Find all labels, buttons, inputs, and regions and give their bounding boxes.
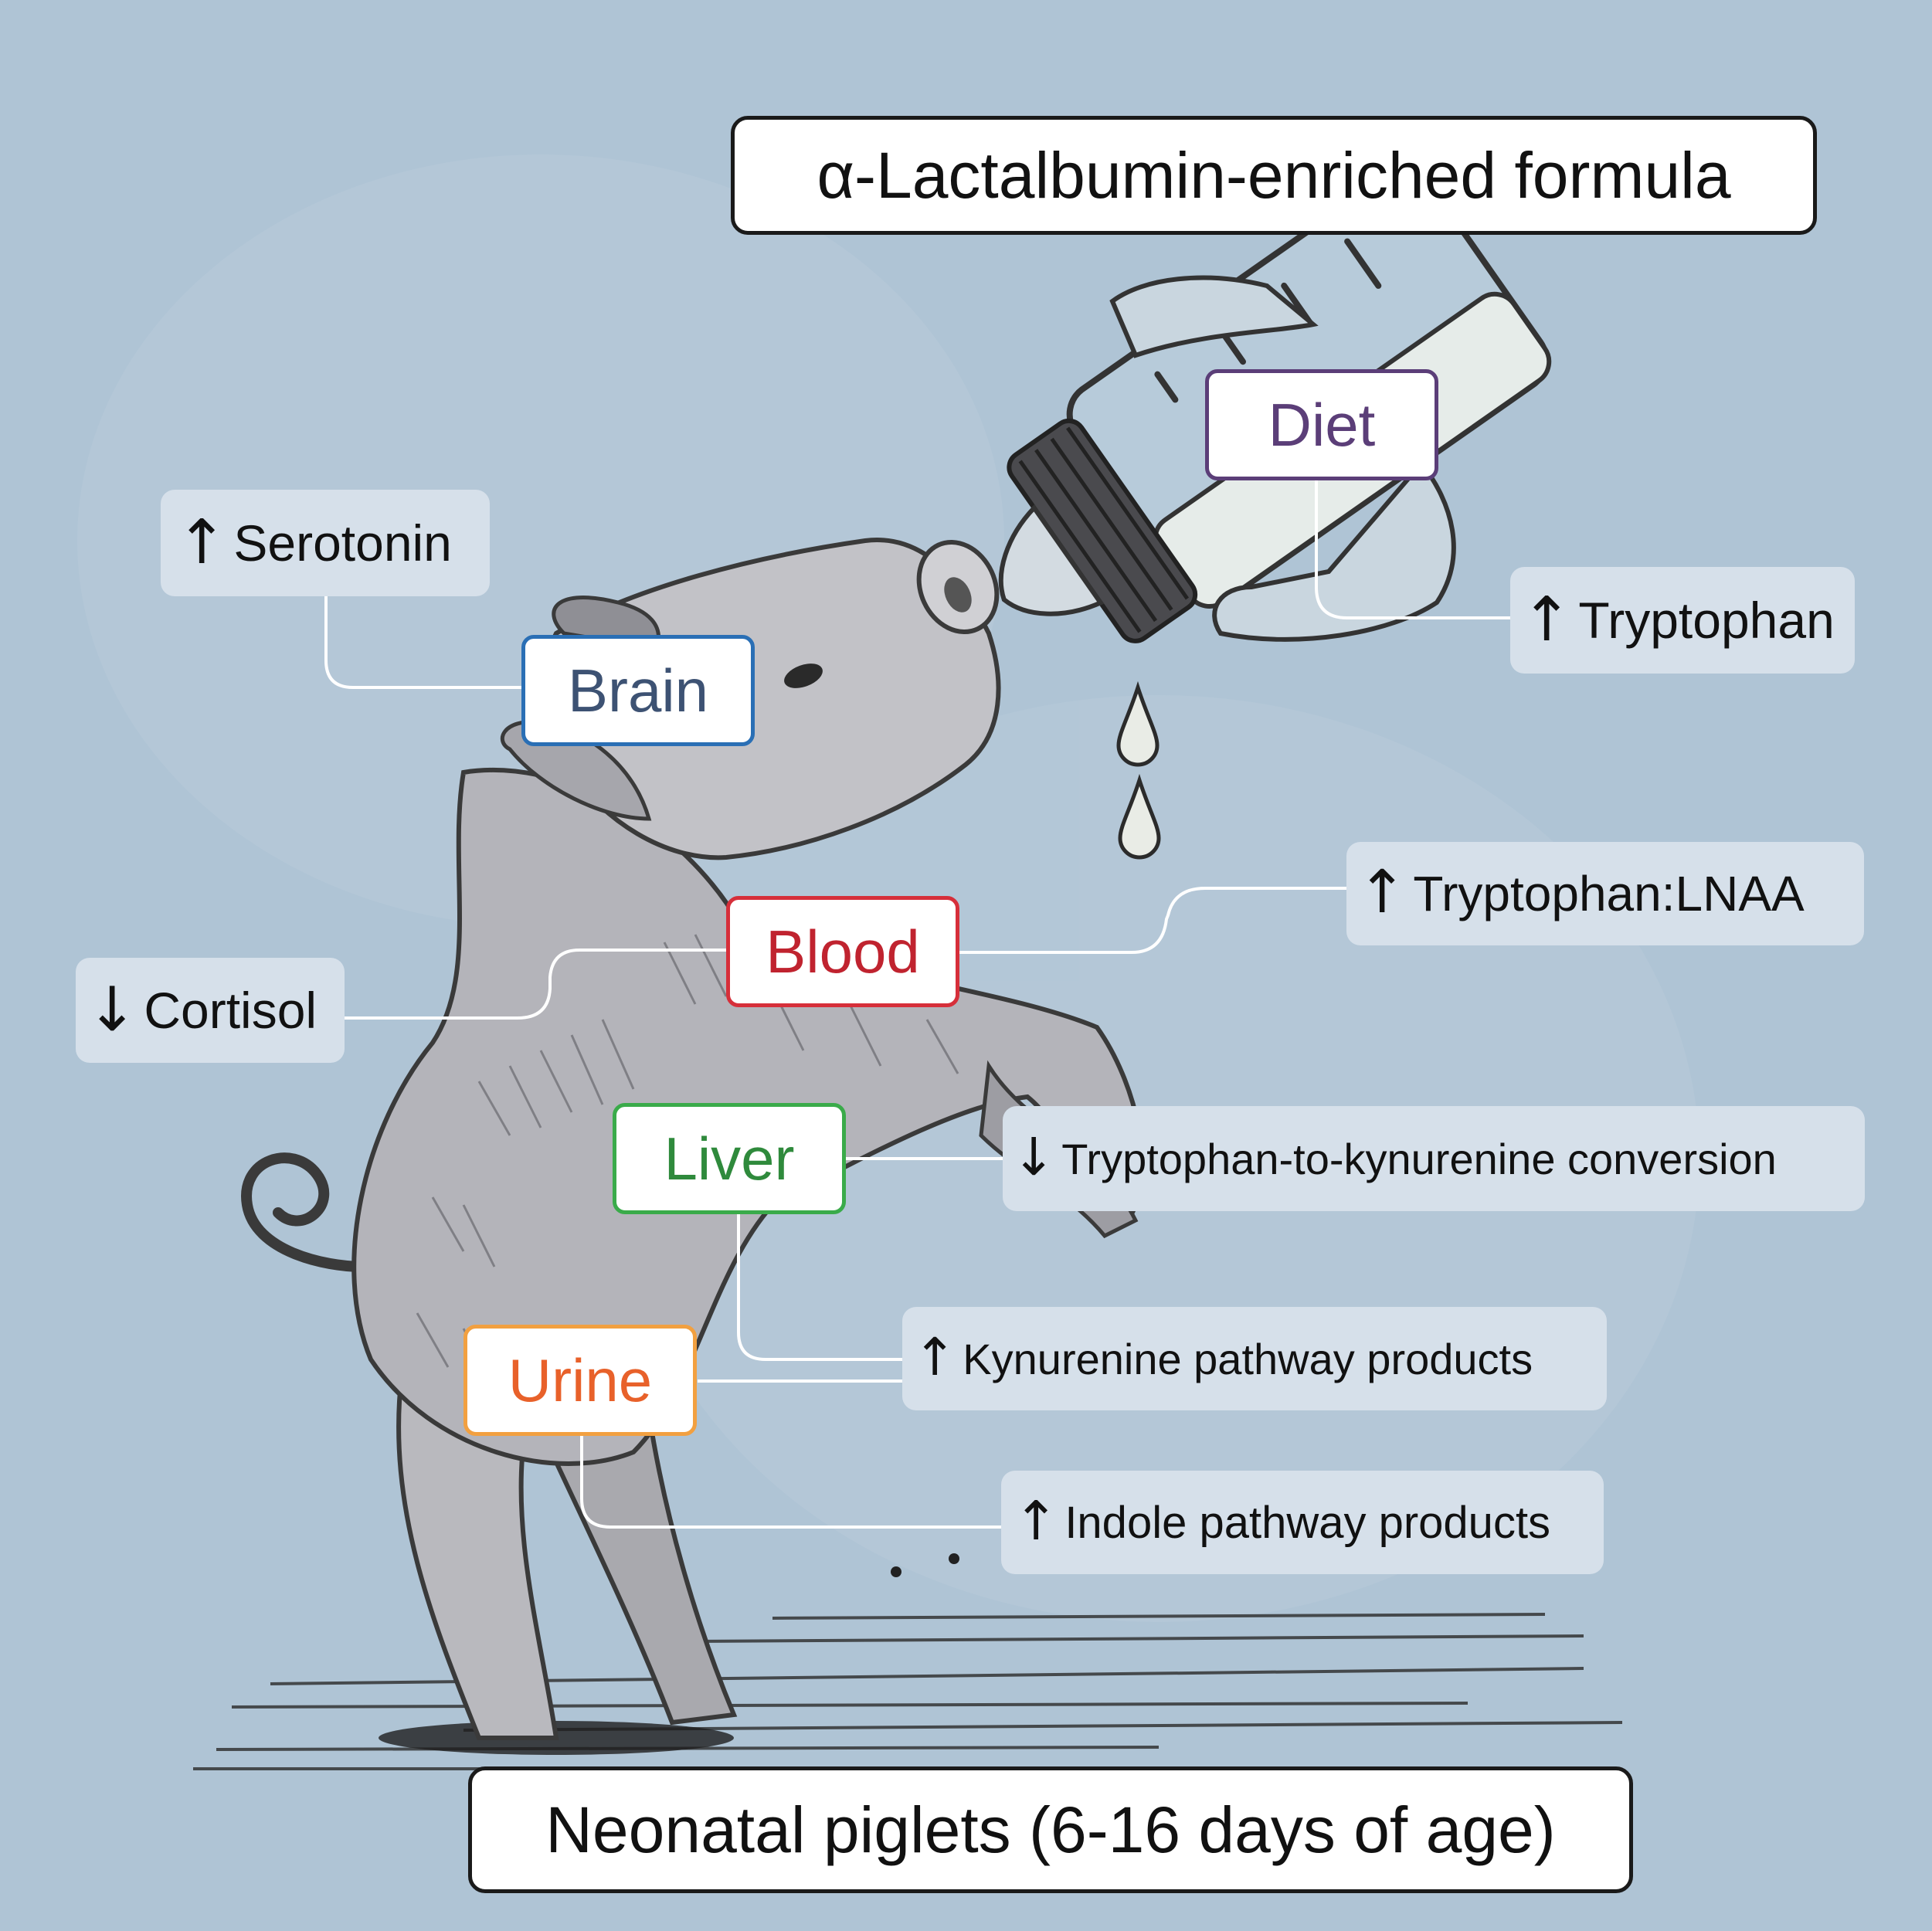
organ-blood-label: Blood bbox=[766, 917, 920, 986]
connector-diet-tryptophan bbox=[1315, 471, 1514, 619]
effect-cortisol-label: Cortisol bbox=[144, 982, 317, 1039]
organ-brain: Brain bbox=[521, 635, 755, 746]
ground-dot bbox=[949, 1553, 959, 1564]
effect-kynurenine: ↑ Kynurenine pathway products bbox=[902, 1307, 1607, 1410]
up-arrow-icon: ↑ bbox=[176, 505, 228, 578]
up-arrow-icon: ↑ bbox=[1521, 582, 1573, 655]
up-arrow-icon: ↑ bbox=[1014, 1489, 1059, 1553]
effect-trp-kyn-conversion: ↓ Tryptophan-to-kynurenine conversion bbox=[1003, 1106, 1865, 1211]
subject-title: Neonatal piglets (6-16 days of age) bbox=[545, 1793, 1556, 1866]
organ-urine: Urine bbox=[463, 1325, 697, 1436]
up-arrow-icon: ↑ bbox=[913, 1327, 957, 1387]
effect-indole-label: Indole pathway products bbox=[1064, 1497, 1551, 1548]
connector-liver-kynurenine bbox=[737, 1210, 904, 1361]
subject-title-box: Neonatal piglets (6-16 days of age) bbox=[468, 1766, 1633, 1893]
effect-cortisol: ↓ Cortisol bbox=[76, 958, 345, 1063]
effect-tryptophan: ↑ Tryptophan bbox=[1510, 567, 1855, 674]
formula-title: α-Lactalbumin-enriched formula bbox=[817, 138, 1731, 212]
connector-brain-serotonin bbox=[324, 592, 525, 689]
formula-title-box: α-Lactalbumin-enriched formula bbox=[731, 116, 1817, 235]
down-arrow-icon: ↓ bbox=[1012, 1127, 1056, 1187]
effect-serotonin-label: Serotonin bbox=[233, 514, 452, 572]
organ-brain-label: Brain bbox=[567, 656, 709, 725]
effect-trp-kyn-conversion-label: Tryptophan-to-kynurenine conversion bbox=[1061, 1134, 1777, 1183]
organ-liver: Liver bbox=[613, 1103, 846, 1214]
organ-diet-label: Diet bbox=[1268, 390, 1376, 459]
effect-kynurenine-label: Kynurenine pathway products bbox=[963, 1334, 1533, 1383]
up-arrow-icon: ↑ bbox=[1357, 857, 1407, 927]
connector-urine-indole bbox=[580, 1435, 1003, 1529]
organ-diet: Diet bbox=[1205, 369, 1438, 480]
organ-urine-label: Urine bbox=[508, 1346, 653, 1414]
milk-drop bbox=[1118, 773, 1161, 860]
down-arrow-icon: ↓ bbox=[87, 972, 138, 1045]
organ-blood: Blood bbox=[726, 896, 959, 1007]
connector-blood-cortisol bbox=[343, 949, 728, 1020]
milk-drop bbox=[1116, 680, 1160, 767]
effect-serotonin: ↑ Serotonin bbox=[161, 490, 490, 596]
connector-blood-lnaa bbox=[954, 887, 1348, 954]
ground-dot bbox=[891, 1566, 901, 1577]
effect-tryptophan-lnaa-label: Tryptophan:LNAA bbox=[1413, 866, 1805, 921]
effect-indole: ↑ Indole pathway products bbox=[1001, 1471, 1604, 1574]
effect-tryptophan-label: Tryptophan bbox=[1578, 592, 1835, 649]
organ-liver-label: Liver bbox=[664, 1124, 795, 1193]
connector-lines bbox=[324, 471, 1514, 1529]
effect-tryptophan-lnaa: ↑ Tryptophan:LNAA bbox=[1346, 842, 1864, 945]
